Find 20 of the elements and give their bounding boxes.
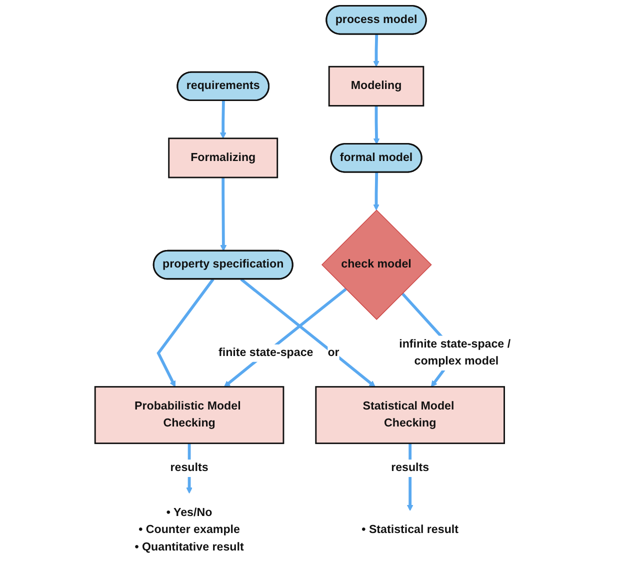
arrow (240, 278, 376, 388)
arrow (373, 34, 380, 67)
node-text: • Statistical result (362, 524, 458, 536)
edge-label: results (391, 462, 430, 474)
edge-label: infinite state-space / complex model (399, 338, 511, 368)
arrow (220, 178, 227, 252)
node-text: • Yes/No • Counter example • Quantitative result (134, 506, 244, 554)
arrow (224, 288, 347, 388)
edge-label: finite state-space (218, 346, 314, 359)
arrow (220, 100, 226, 139)
arrow (373, 172, 380, 210)
node-diamond: check model (321, 210, 432, 320)
edge-label: results (170, 462, 208, 474)
node-box: Formalizing (168, 138, 278, 178)
node-box: Statistical Model Checking (315, 386, 505, 444)
node-box: Modeling (328, 66, 424, 106)
edge-label: or (328, 346, 340, 359)
arrow (156, 278, 214, 388)
arrow (373, 106, 380, 144)
node-box: Probabilistic Model Checking (94, 386, 284, 444)
